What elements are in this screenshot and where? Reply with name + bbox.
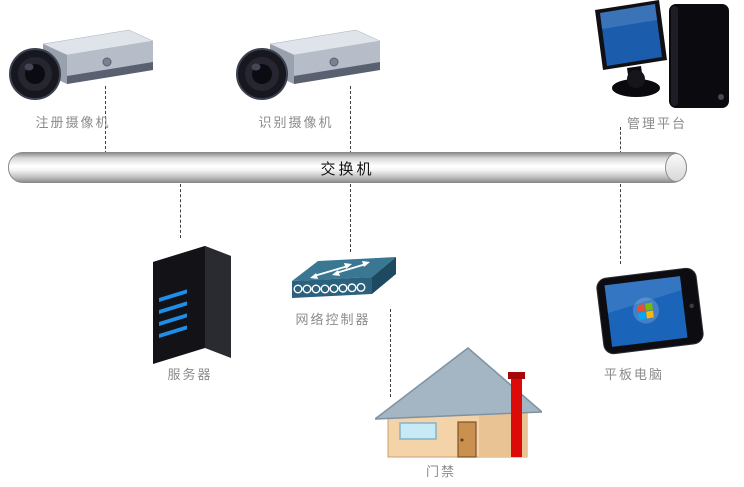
pipe-end-cap	[665, 153, 687, 182]
server-tower-icon	[153, 246, 231, 364]
node-switch-bus: 交换机	[8, 152, 687, 183]
node-server	[143, 238, 243, 364]
node-management-platform	[595, 0, 737, 112]
node-label: 交换机	[320, 160, 375, 178]
box-camera-icon	[9, 29, 154, 100]
node-label: 识别摄像机	[258, 116, 334, 131]
network-switch-icon	[292, 257, 396, 298]
node-label: 服务器	[167, 368, 213, 383]
tablet-icon	[596, 267, 704, 355]
node-tablet	[592, 262, 708, 360]
node-registration-camera	[5, 22, 155, 102]
node-label: 网络控制器	[295, 313, 371, 328]
edge-switch-network-controller	[350, 184, 351, 252]
node-network-controller	[288, 252, 398, 308]
node-label: 平板电脑	[603, 368, 664, 383]
edge-switch-tablet	[620, 184, 621, 264]
edge-management-platform-switch	[620, 127, 621, 154]
desktop-computer-icon	[595, 0, 729, 108]
edge-recognition-camera-switch	[350, 86, 351, 154]
node-access-control	[375, 345, 542, 462]
pipe-bus	[8, 152, 687, 183]
node-label: 注册摄像机	[35, 116, 111, 131]
edge-network-controller-access-control	[390, 309, 391, 397]
edge-switch-server	[180, 184, 181, 238]
node-label: 管理平台	[626, 117, 687, 132]
edge-registration-camera-switch	[105, 86, 106, 154]
node-label: 门禁	[425, 465, 456, 480]
box-camera-icon	[236, 29, 381, 100]
house-icon	[375, 347, 542, 458]
node-recognition-camera	[232, 22, 382, 102]
